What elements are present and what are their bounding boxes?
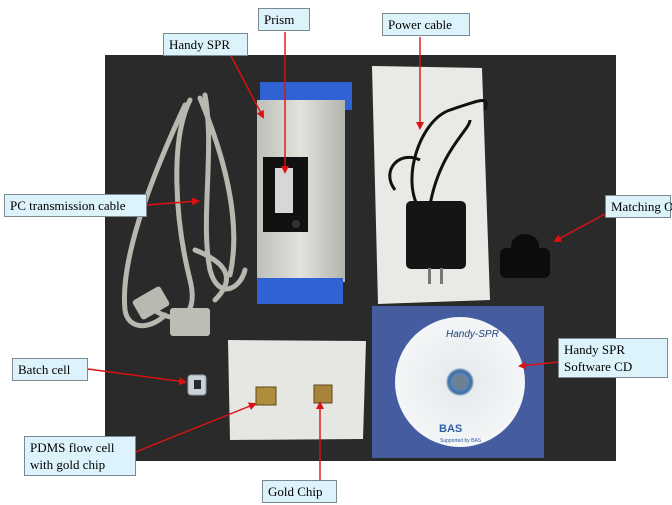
power-cable-image [388,99,488,211]
label-pc-cable: PC transmission cable [4,194,147,217]
gold-chip-image [313,384,333,404]
label-prism: Prism [258,8,310,31]
matching-oil-bottle-image [500,234,550,278]
arrow-software-cd [518,361,559,370]
label-power-cable: Power cable [382,13,470,36]
power-adapter [406,201,466,269]
cd-brand-text: BAS [439,423,462,435]
arrow-pc-cable [146,197,200,206]
label-pdms-line2: with gold chip [30,457,106,472]
label-pdms-flow-cell: PDMS flow cell with gold chip [24,436,136,476]
arrow-pdms [132,402,257,454]
pdms-gold-chip-image [255,386,277,406]
label-batch-cell: Batch cell [12,358,88,381]
arrow-batch-cell [87,368,187,386]
handy-spr-device-image [257,82,352,304]
pc-connector-left [132,286,170,320]
label-matching-oil: Matching Oil [605,195,672,218]
label-handy-spr: Handy SPR [163,33,248,56]
label-software-cd-line1: Handy SPR [564,342,626,357]
arrow-handy-spr [229,53,264,119]
label-gold-chip: Gold Chip [262,480,337,503]
arrow-matching-oil [553,213,606,242]
cd-sub-text: Supported by BAS [440,438,482,444]
label-software-cd: Handy SPR Software CD [558,338,668,378]
callout-arrows [87,32,606,480]
cd-title-text: Handy-SPR [446,329,499,340]
label-software-cd-line2: Software CD [564,359,633,374]
label-pdms-line1: PDMS flow cell [30,440,115,455]
pc-connector-right [170,308,210,336]
tissue-sheet-bottom [228,340,366,440]
